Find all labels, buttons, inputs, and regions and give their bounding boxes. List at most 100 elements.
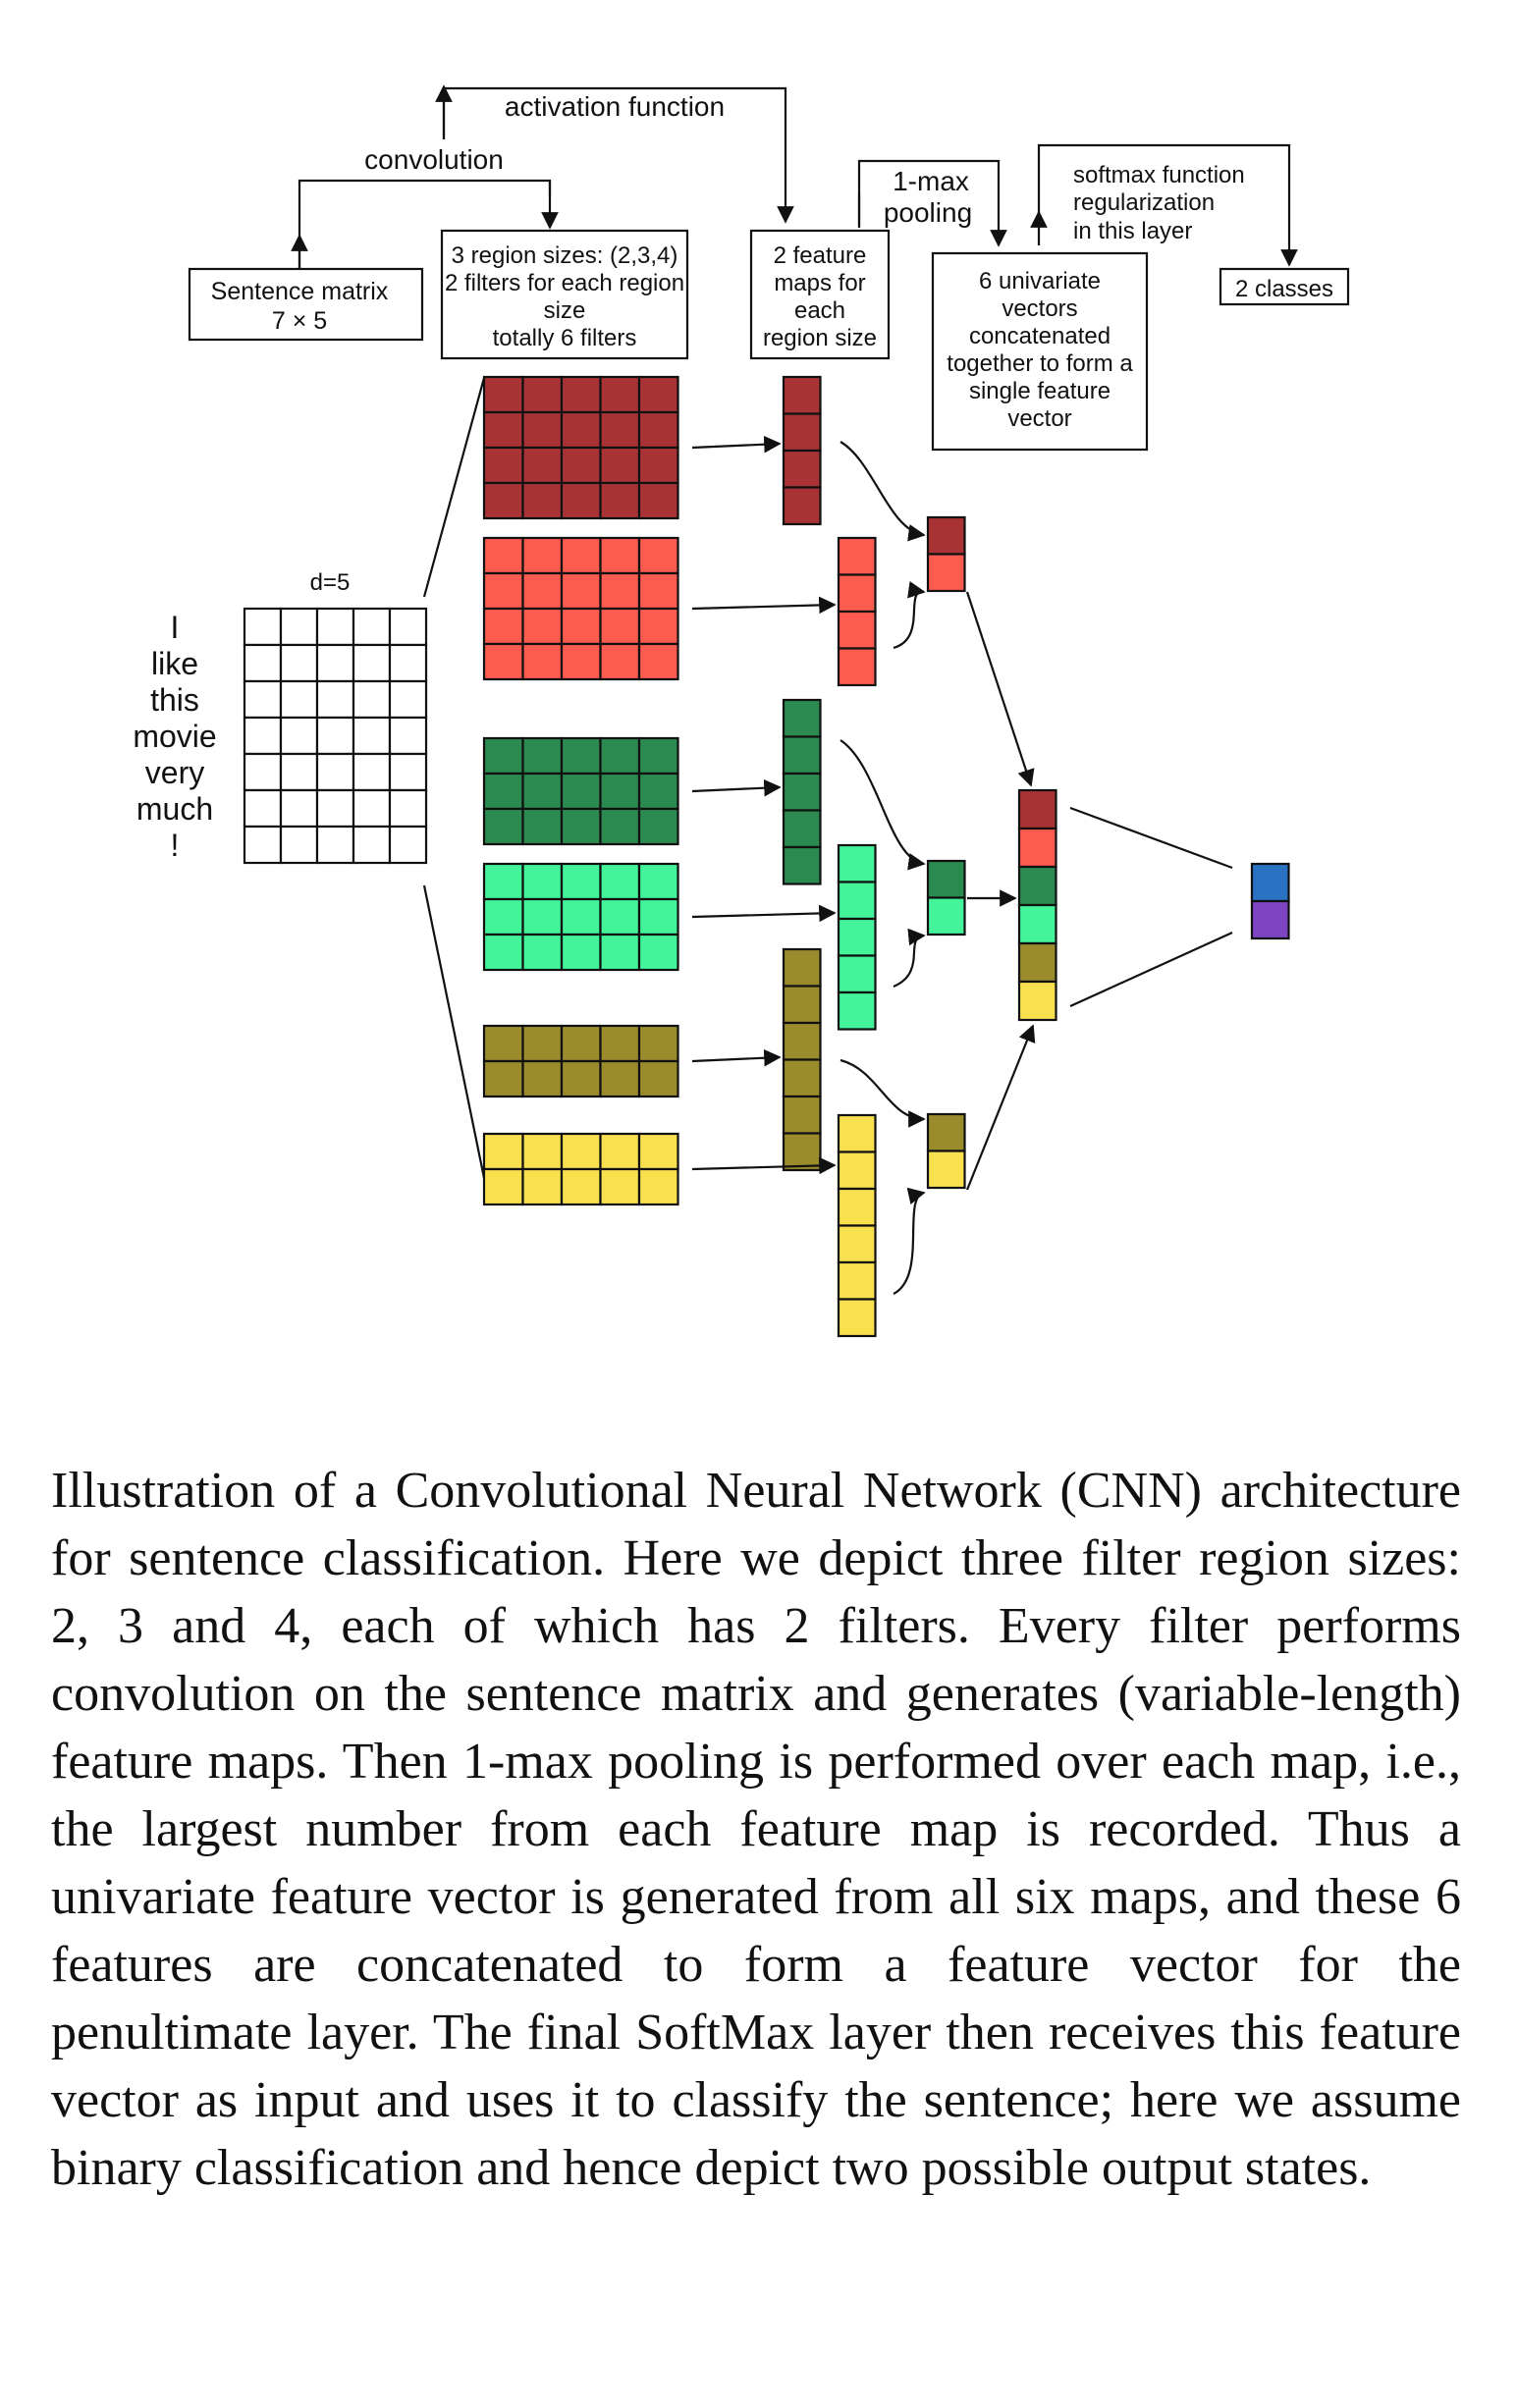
filter-1-cell [560, 375, 602, 414]
filter-2-cell [637, 536, 679, 575]
feature-map-4-cell [837, 843, 877, 883]
feature-map-3-cell [782, 698, 822, 738]
feature-map-1-cell [782, 412, 822, 453]
filter-3-cell [560, 807, 602, 846]
filter-2-cell [521, 571, 564, 611]
sentence-matrix-cell [279, 752, 319, 792]
map-to-pool-arrow [893, 581, 926, 650]
filter-3-cell [521, 736, 564, 776]
sentence-matrix-cell [388, 679, 428, 720]
feature-map-4-cell [837, 954, 877, 994]
filter-1-cell [599, 410, 641, 450]
filter-3-cell [482, 772, 524, 811]
map-to-pool-arrow [840, 441, 926, 542]
filter-3-cell [560, 736, 602, 776]
sentence-matrix-cell [315, 752, 355, 792]
cnn-architecture-diagram: activation function convolution 1-max po… [133, 84, 1350, 1338]
filter-1-cell [521, 375, 564, 414]
concat-to-output-line [1069, 806, 1233, 870]
filter-3-cell [482, 736, 524, 776]
univariate-line-1: 6 univariate [979, 268, 1101, 294]
feature-map-5-cell [782, 985, 822, 1025]
sentence-matrix-cell [352, 607, 392, 647]
filter-3-cell [637, 736, 679, 776]
pooled-group [926, 515, 966, 1190]
sentence-matrix-cell [279, 643, 319, 683]
sentence-matrix-cell [352, 716, 392, 756]
filter-1-cell [482, 481, 524, 520]
filter-2-cell [560, 571, 602, 611]
filter-4-cell [521, 862, 564, 901]
sentence-matrix-cell [315, 825, 355, 865]
sentence-matrix-cell [315, 716, 355, 756]
filter-1-cell [482, 410, 524, 450]
sentence-matrix-cell [243, 752, 283, 792]
map-to-pool-arrow [840, 739, 926, 871]
output-class [1250, 862, 1290, 903]
filter-6-cell [637, 1132, 679, 1171]
filter-2-cell [599, 607, 641, 646]
univariate-vectors-box [931, 251, 1149, 452]
filter-3-cell [637, 807, 679, 846]
filter-1-cell [521, 410, 564, 450]
filter-6-cell [560, 1132, 602, 1171]
top-connectors [291, 84, 1298, 269]
feature-map-6-cell [837, 1150, 877, 1191]
filter-2-cell [521, 607, 564, 646]
sentence-matrix-cell [388, 643, 428, 683]
filter-2-cell [599, 571, 641, 611]
filter-to-map-arrow [691, 435, 782, 454]
filter-3-cell [599, 736, 641, 776]
feature-map-3-cell [782, 845, 822, 885]
feature-map-2-cell [837, 647, 877, 687]
filter-6-cell [521, 1132, 564, 1171]
filter-1-cell [560, 446, 602, 485]
region-sizes-line-1: 3 region sizes: (2,3,4) [452, 242, 678, 269]
feature-map-6-cell [837, 1260, 877, 1301]
sentence-matrix-cell [243, 607, 283, 647]
sentence-matrix-cell [352, 788, 392, 829]
filter-2-cell [482, 642, 524, 681]
filter-to-map-arrow [691, 596, 837, 615]
sentence-matrix-cell [352, 679, 392, 720]
sentence-matrix-cell [279, 679, 319, 720]
feature-map-1-cell [782, 486, 822, 526]
filter-3-cell [521, 807, 564, 846]
filter-4-cell [599, 862, 641, 901]
sentence-word: like [151, 646, 198, 681]
pooled-feature [926, 1112, 966, 1152]
filter-3-cell [482, 807, 524, 846]
filter-2-cell [560, 607, 602, 646]
feature-map-5-cell [782, 1021, 822, 1061]
feature-maps-group [782, 375, 877, 1338]
filter-2-cell [560, 536, 602, 575]
sentence-matrix-cell [315, 607, 355, 647]
filter-4-cell [560, 933, 602, 972]
filter-5-cell [599, 1024, 641, 1063]
filters-group [482, 375, 679, 1206]
concat-to-output-line [1069, 931, 1233, 1008]
output-class [1250, 899, 1290, 940]
dimension-label: d=5 [310, 569, 351, 596]
concat-feature [1017, 941, 1057, 984]
filter-to-map-arrow [691, 778, 782, 797]
filter-to-map-arrow [691, 904, 837, 923]
filter-3-cell [599, 807, 641, 846]
matrix-to-filters-line-top [422, 377, 486, 598]
connections [691, 435, 1233, 1295]
filter-5-cell [560, 1059, 602, 1098]
feature-map-6-cell [837, 1187, 877, 1227]
concat-feature [1017, 980, 1057, 1022]
feature-map-5-cell [782, 1058, 822, 1098]
filter-3-cell [637, 772, 679, 811]
filter-4-cell [560, 862, 602, 901]
feature-map-3-cell [782, 735, 822, 776]
filter-4-cell [599, 933, 641, 972]
sentence-matrix-grid [243, 607, 428, 865]
univariate-line-6: vector [1007, 405, 1071, 432]
filter-1-cell [482, 375, 524, 414]
feature-maps-line-3: each [794, 297, 845, 324]
filter-4-cell [560, 897, 602, 936]
sentence-matrix-cell [279, 607, 319, 647]
